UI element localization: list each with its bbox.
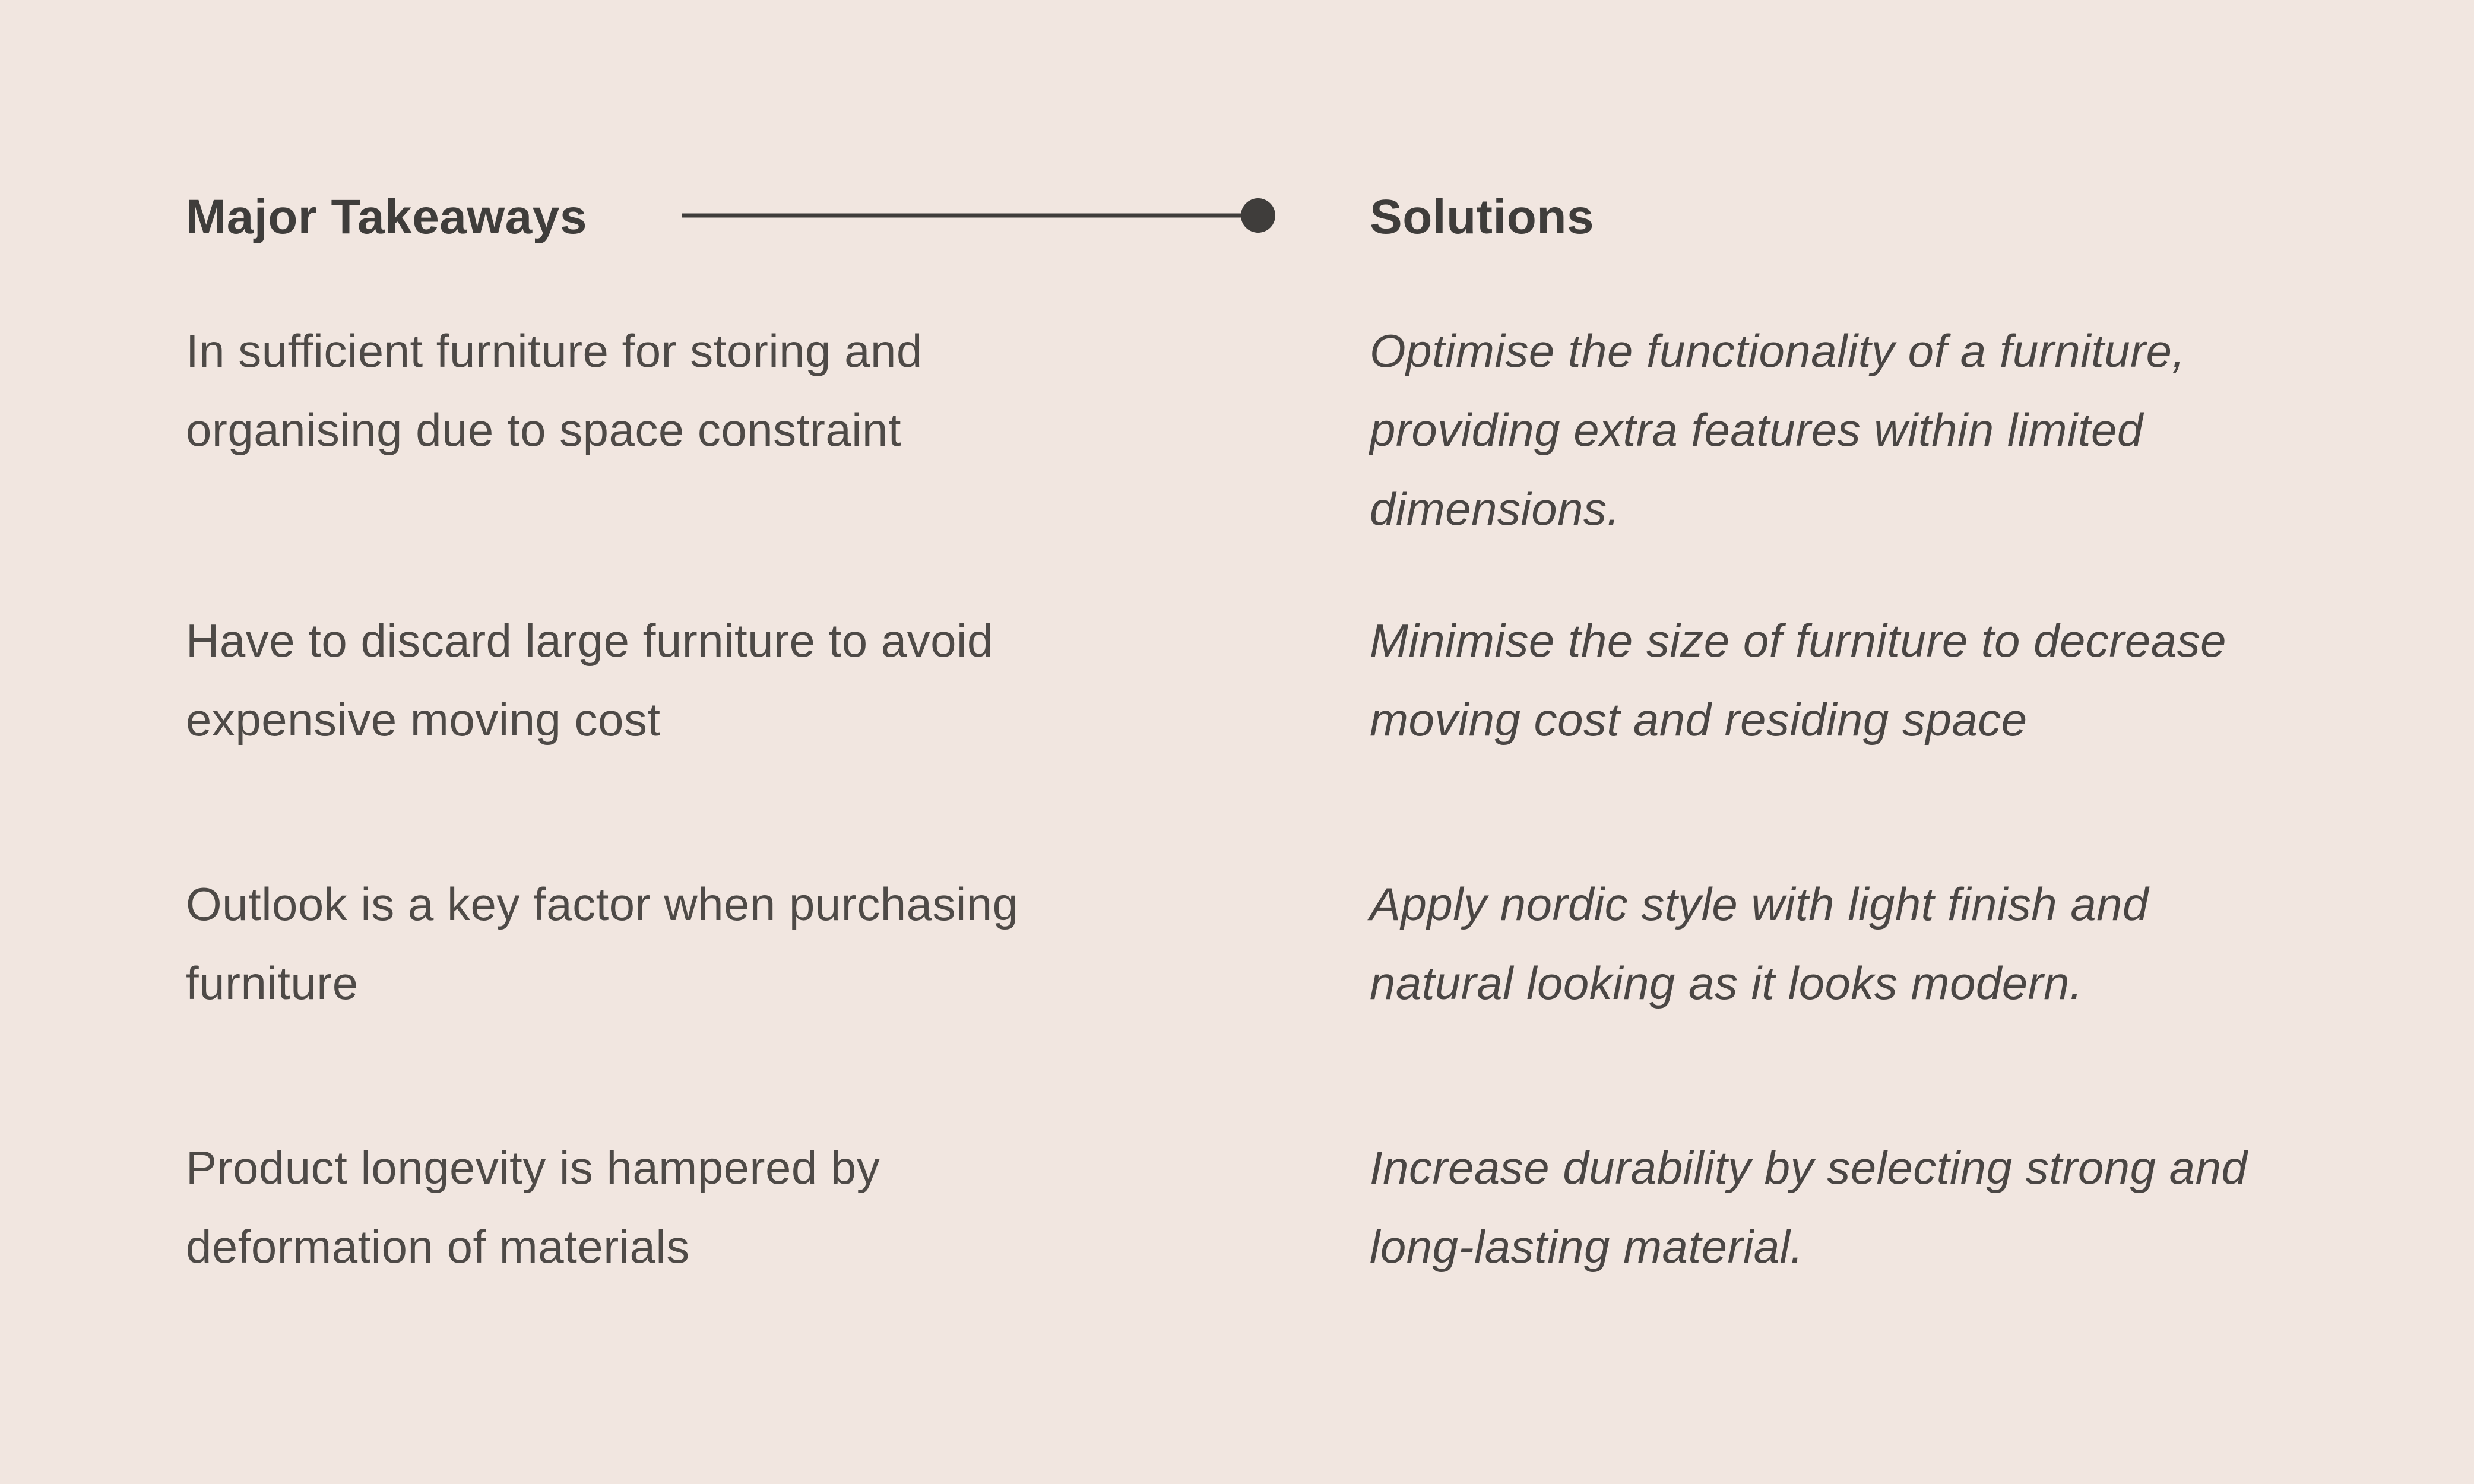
takeaway-line: deformation of materials bbox=[186, 1220, 690, 1273]
takeaway-line: Have to discard large furniture to avoid bbox=[186, 614, 993, 667]
major-takeaways-heading: Major Takeaways bbox=[186, 190, 587, 244]
solution-line: Optimise the functionality of a furnitur… bbox=[1370, 325, 2185, 377]
takeaway-line: expensive moving cost bbox=[186, 693, 661, 746]
solution-item: Optimise the functionality of a furnitur… bbox=[1370, 312, 2185, 548]
takeaway-line: organising due to space constraint bbox=[186, 404, 902, 456]
solution-item: Increase durability by selecting strong … bbox=[1370, 1128, 2247, 1286]
solution-item: Apply nordic style with light finish and… bbox=[1370, 865, 2149, 1023]
solution-line: dimensions. bbox=[1370, 483, 1620, 535]
connector-dot-icon bbox=[1241, 198, 1275, 233]
solution-line: Apply nordic style with light finish and bbox=[1370, 878, 2149, 930]
takeaway-line: In sufficient furniture for storing and bbox=[186, 325, 923, 377]
solution-line: moving cost and residing space bbox=[1370, 693, 2028, 746]
takeaway-item: In sufficient furniture for storing and … bbox=[186, 312, 923, 470]
solution-line: Minimise the size of furniture to decrea… bbox=[1370, 614, 2226, 667]
takeaway-line: Product longevity is hampered by bbox=[186, 1141, 880, 1194]
solution-item: Minimise the size of furniture to decrea… bbox=[1370, 601, 2226, 759]
takeaway-item: Have to discard large furniture to avoid… bbox=[186, 601, 993, 759]
connector-arrow bbox=[682, 198, 1275, 233]
solutions-heading: Solutions bbox=[1370, 190, 1595, 244]
takeaway-line: Outlook is a key factor when purchasing bbox=[186, 878, 1019, 930]
takeaway-item: Product longevity is hampered by deforma… bbox=[186, 1128, 880, 1286]
solution-line: natural looking as it looks modern. bbox=[1370, 957, 2083, 1009]
solution-line: providing extra features within limited bbox=[1370, 404, 2143, 456]
takeaway-item: Outlook is a key factor when purchasing … bbox=[186, 865, 1019, 1023]
solution-line: long-lasting material. bbox=[1370, 1220, 1804, 1273]
takeaway-line: furniture bbox=[186, 957, 359, 1009]
solution-line: Increase durability by selecting strong … bbox=[1370, 1141, 2248, 1194]
